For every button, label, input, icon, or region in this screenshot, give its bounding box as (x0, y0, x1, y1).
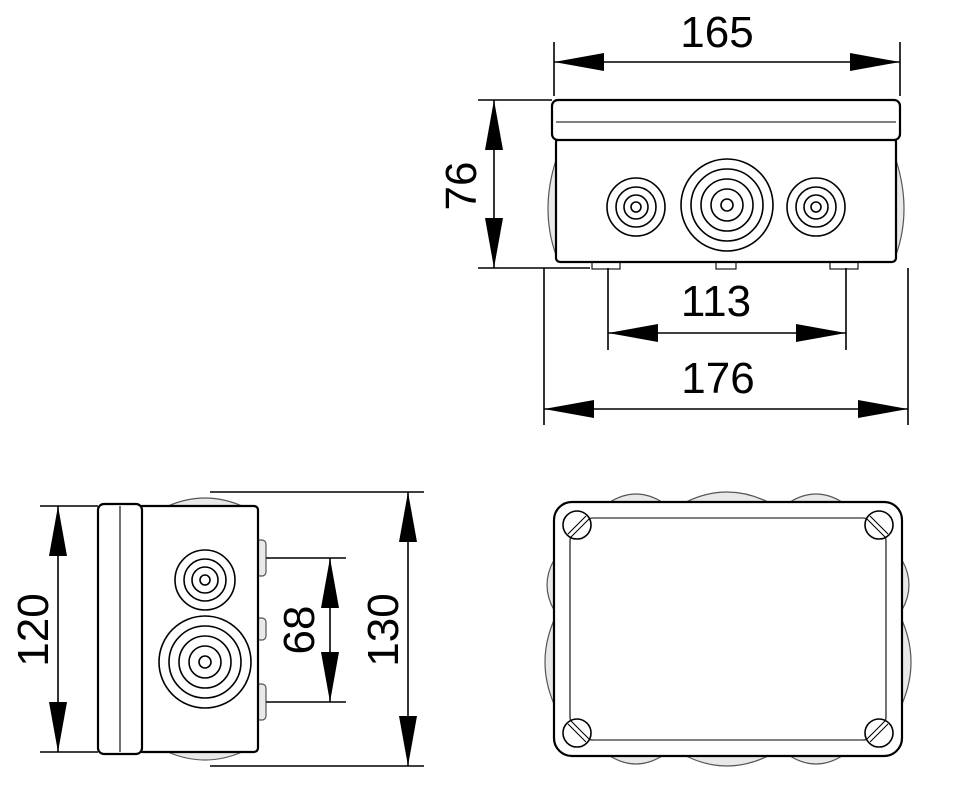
dim-text-130: 130 (359, 593, 408, 666)
dim-text-113: 113 (681, 277, 751, 326)
front-left-bump (547, 159, 557, 256)
dim-front-overall-width: 176 (543, 268, 909, 425)
top-bump-bottom-center (685, 755, 769, 767)
screw-bottom-left (562, 718, 592, 748)
top-bump-top-left (607, 493, 665, 503)
side-gland-lower (158, 615, 252, 709)
top-view (544, 491, 912, 767)
screw-bottom-right (864, 718, 894, 748)
dim-front-gland-spacing: 113 (607, 268, 847, 350)
top-bump-right-lower (901, 619, 912, 705)
side-bottom-bump (167, 751, 243, 761)
dim-text-120: 120 (9, 593, 58, 666)
top-bump-top-center (685, 491, 769, 503)
front-gland-center (680, 158, 774, 252)
dim-text-176: 176 (681, 354, 754, 403)
front-foot-right (829, 261, 859, 270)
side-gland-upper (174, 549, 236, 611)
front-foot-middle (715, 261, 737, 270)
top-bump-bottom-right (787, 755, 845, 765)
top-box-outline (552, 500, 904, 758)
screw-top-left (562, 510, 592, 540)
dim-side-height: 120 (9, 505, 98, 753)
dim-side-gland-spacing: 68 (266, 557, 346, 703)
top-bump-top-right (787, 493, 845, 503)
front-gland-right (786, 177, 846, 237)
dim-front-top-width: 165 (553, 8, 901, 96)
side-top-bump (167, 497, 243, 507)
front-gland-left (606, 177, 666, 237)
front-box-lid (550, 98, 902, 142)
top-bump-bottom-left (607, 755, 665, 765)
dim-side-overall-height: 130 (210, 491, 424, 767)
front-view: 165 76 113 176 (437, 8, 909, 425)
side-view: 120 68 130 (9, 491, 424, 767)
dim-text-68: 68 (275, 606, 324, 655)
dim-front-height: 76 (437, 99, 590, 269)
front-foot-left (591, 261, 621, 270)
front-right-bump (895, 159, 905, 256)
dim-text-165: 165 (680, 8, 753, 57)
screw-top-right (864, 510, 894, 540)
top-lid-inner (569, 517, 887, 741)
dim-text-76: 76 (437, 162, 486, 211)
top-bump-left-lower (544, 619, 555, 705)
